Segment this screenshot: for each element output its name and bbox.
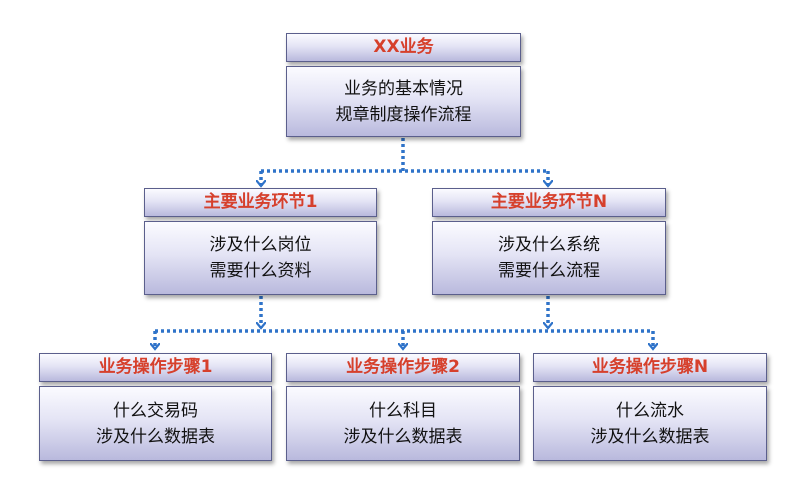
segment-node-line: 涉及什么岗位 (209, 235, 312, 255)
segment-node-line: 需要什么流程 (498, 261, 600, 281)
step-node-2: 业务操作步骤2 什么科目 涉及什么数据表 (286, 353, 520, 461)
root-node: XX业务 业务的基本情况 规章制度操作流程 (286, 33, 521, 137)
step-node-line: 什么交易码 (113, 400, 198, 421)
segment-node-1-title: 主要业务环节1 (144, 188, 377, 217)
segment-node-n: 主要业务环节N 涉及什么系统 需要什么流程 (432, 188, 666, 295)
step-node-1-body: 什么交易码 涉及什么数据表 (39, 386, 272, 461)
segment-node-line: 涉及什么系统 (498, 235, 600, 255)
step-node-1-title: 业务操作步骤1 (39, 353, 272, 382)
step-node-line: 什么流水 (616, 400, 684, 421)
step-node-2-title: 业务操作步骤2 (286, 353, 520, 382)
step-node-line: 什么科目 (369, 400, 437, 421)
root-node-title: XX业务 (286, 33, 521, 62)
segment-node-n-body: 涉及什么系统 需要什么流程 (432, 221, 666, 295)
segment-node-line: 需要什么资料 (209, 261, 312, 281)
step-node-1: 业务操作步骤1 什么交易码 涉及什么数据表 (39, 353, 272, 461)
step-node-line: 涉及什么数据表 (96, 426, 215, 447)
step-node-2-body: 什么科目 涉及什么数据表 (286, 386, 520, 461)
root-node-line: 业务的基本情况 (344, 78, 463, 99)
segment-node-1-body: 涉及什么岗位 需要什么资料 (144, 221, 377, 295)
root-node-line: 规章制度操作流程 (335, 104, 472, 125)
segment-node-1: 主要业务环节1 涉及什么岗位 需要什么资料 (144, 188, 377, 295)
segment-node-n-title: 主要业务环节N (432, 188, 666, 217)
step-node-n-title: 业务操作步骤N (533, 353, 767, 382)
step-node-line: 涉及什么数据表 (590, 426, 710, 447)
step-node-n: 业务操作步骤N 什么流水 涉及什么数据表 (533, 353, 767, 461)
step-node-n-body: 什么流水 涉及什么数据表 (533, 386, 767, 461)
step-node-line: 涉及什么数据表 (343, 426, 463, 447)
root-node-body: 业务的基本情况 规章制度操作流程 (286, 66, 521, 137)
